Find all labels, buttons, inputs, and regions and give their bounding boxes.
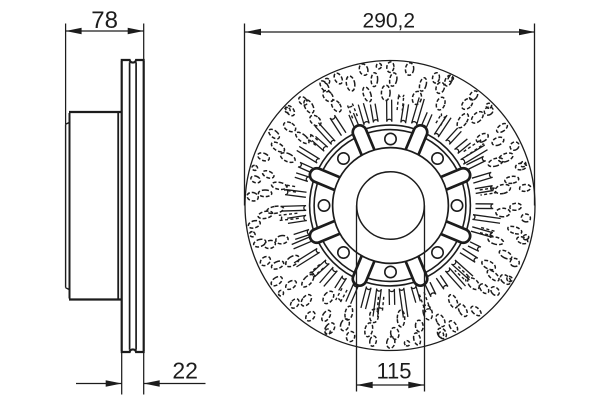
svg-text:115: 115 xyxy=(376,359,411,384)
svg-text:290,2: 290,2 xyxy=(363,10,416,33)
svg-text:22: 22 xyxy=(172,358,198,384)
svg-text:78: 78 xyxy=(91,7,118,34)
